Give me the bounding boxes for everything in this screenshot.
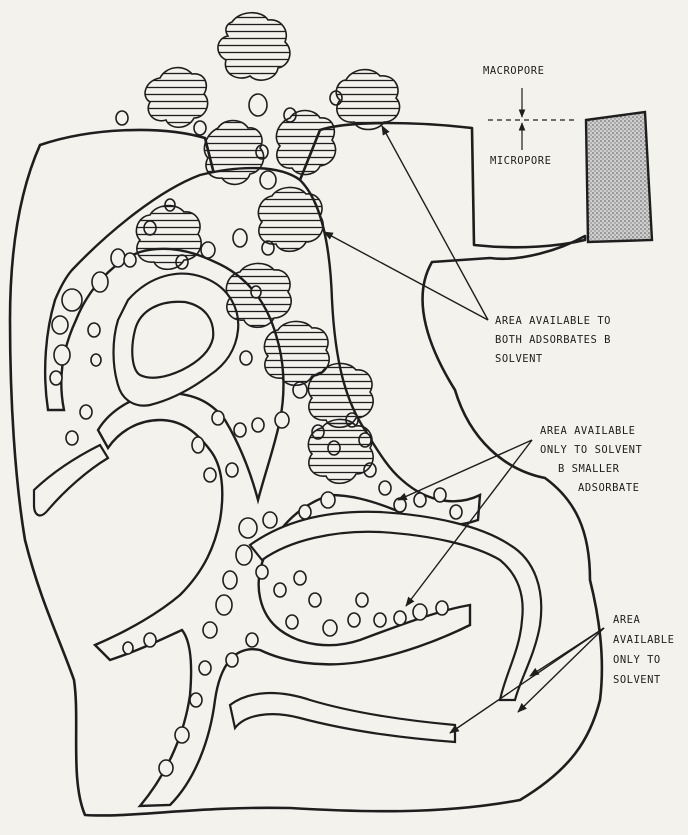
- label-both-adsorbates-solvent: AREA AVAILABLE TO BOTH ADSORBATES B SOLV…: [495, 312, 611, 369]
- label-line: SOLVENT: [613, 670, 674, 690]
- micropore-sample: [586, 112, 652, 242]
- label-line: AREA AVAILABLE TO: [495, 312, 611, 331]
- solvent-channel-left: [114, 274, 239, 406]
- label-solvent-only: AREA AVAILABLE ONLY TO SOLVENT: [613, 610, 674, 690]
- label-line: AVAILABLE: [613, 630, 674, 650]
- pore-scale-legend: [488, 88, 578, 150]
- label-line: AREA AVAILABLE: [540, 422, 642, 441]
- label-line: ONLY TO: [613, 650, 674, 670]
- label-solvent-smaller-adsorbate: AREA AVAILABLE ONLY TO SOLVENT B SMALLER…: [540, 422, 642, 498]
- solvent-channel-lower: [230, 693, 455, 742]
- label-line: SOLVENT: [495, 350, 611, 369]
- label-line: AREA: [613, 610, 674, 630]
- label-line: B SMALLER: [540, 460, 642, 479]
- solvent-channel-bottom: [250, 512, 541, 700]
- label-line: BOTH ADSORBATES B: [495, 331, 611, 350]
- micropore-label: MICROPORE: [490, 152, 551, 171]
- label-line: ADSORBATE: [540, 479, 642, 498]
- macropore-label: MACROPORE: [483, 62, 544, 81]
- solvent-channel-far-left: [34, 445, 108, 515]
- label-line: ONLY TO SOLVENT: [540, 441, 642, 460]
